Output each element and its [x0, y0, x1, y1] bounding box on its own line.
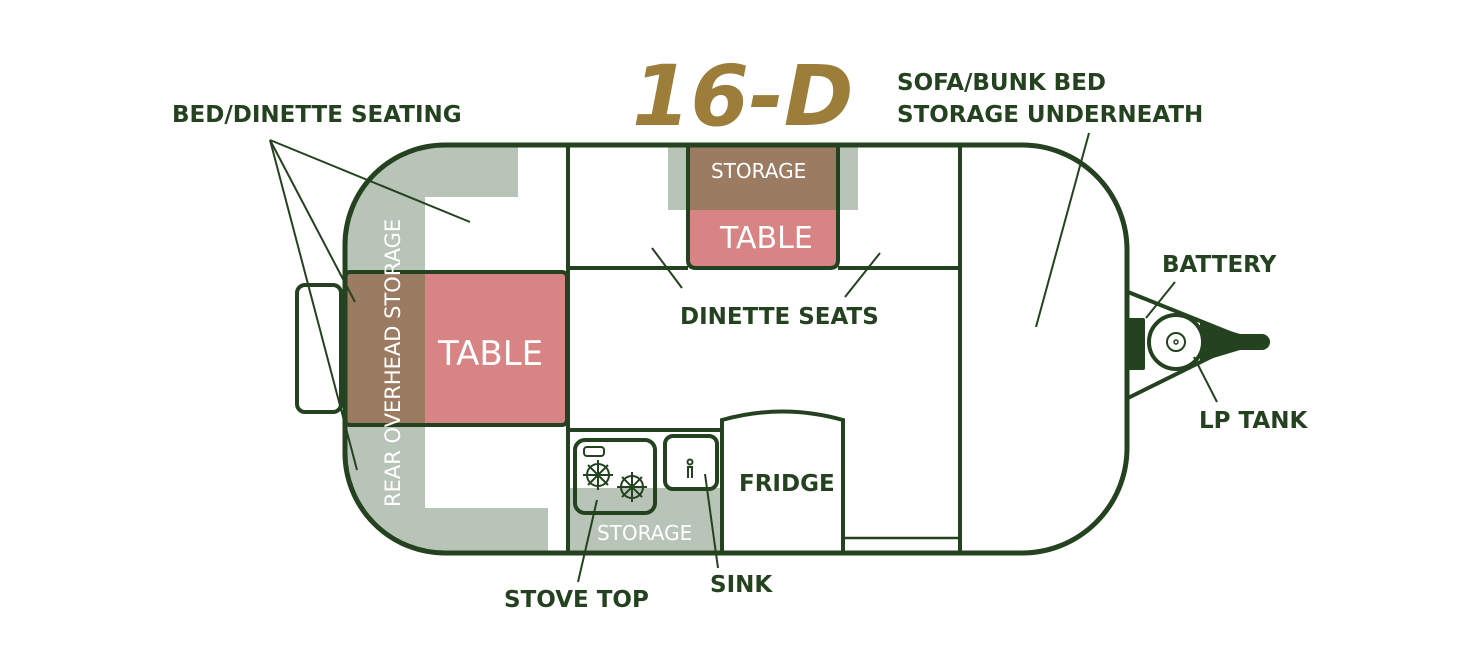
stove-top: [573, 438, 657, 515]
label-battery: BATTERY: [1162, 252, 1277, 278]
rear-storage-block: [346, 272, 426, 425]
leader-lines: [269, 132, 1218, 583]
label-sink: SINK: [710, 572, 773, 598]
label-sofa-line1: SOFA/BUNK BED: [897, 70, 1106, 96]
front-storage-block: [688, 145, 838, 210]
battery-icon: [1128, 318, 1145, 370]
rear-bumper: [295, 283, 343, 414]
rear-table: [425, 272, 567, 425]
rear-table-label: TABLE: [437, 334, 543, 374]
label-sofa-line2: STORAGE UNDERNEATH: [897, 102, 1203, 128]
sink: [663, 434, 719, 491]
hitch: [1127, 290, 1270, 400]
front-storage-label: STORAGE: [711, 159, 806, 183]
kitchen-storage-label: STORAGE: [597, 521, 692, 545]
fridge-label: FRIDGE: [739, 471, 835, 497]
trailer-shell: [342, 142, 1130, 556]
burner-icons: [583, 446, 694, 502]
label-bed-dinette: BED/DINETTE SEATING: [172, 102, 462, 128]
model-title: 16-D: [632, 47, 853, 145]
front-table: [688, 210, 838, 268]
front-table-label: TABLE: [719, 221, 813, 256]
kitchen-storage: [570, 488, 722, 552]
label-stove-top: STOVE TOP: [504, 587, 649, 613]
rear-bed-storage: [345, 145, 548, 553]
label-lp-tank: LP TANK: [1199, 408, 1308, 434]
lp-tank-icon: [1147, 313, 1205, 371]
label-dinette-seats: DINETTE SEATS: [680, 304, 879, 330]
rear-overhead-storage-label: REAR OVERHEAD STORAGE: [381, 219, 405, 507]
